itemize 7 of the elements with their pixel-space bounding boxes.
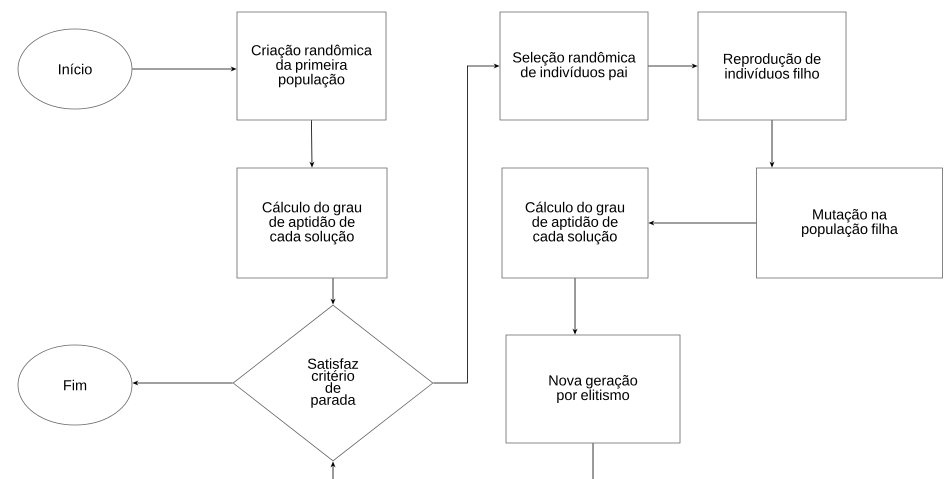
process-box: Criação randômica da primeira população <box>236 12 386 120</box>
process-box: Seleção randômica de indivíduos pai <box>500 12 648 120</box>
process-box: Reprodução de indivíduos filho <box>698 12 846 120</box>
process-box: Cálculo do grau de aptidão de cada solução <box>236 168 388 278</box>
process-box: Nova geração por elitismo <box>506 334 680 444</box>
process-box: Mutação na população filha <box>756 168 943 278</box>
process-box: Cálculo do grau de aptidão de cada solução <box>502 168 648 278</box>
